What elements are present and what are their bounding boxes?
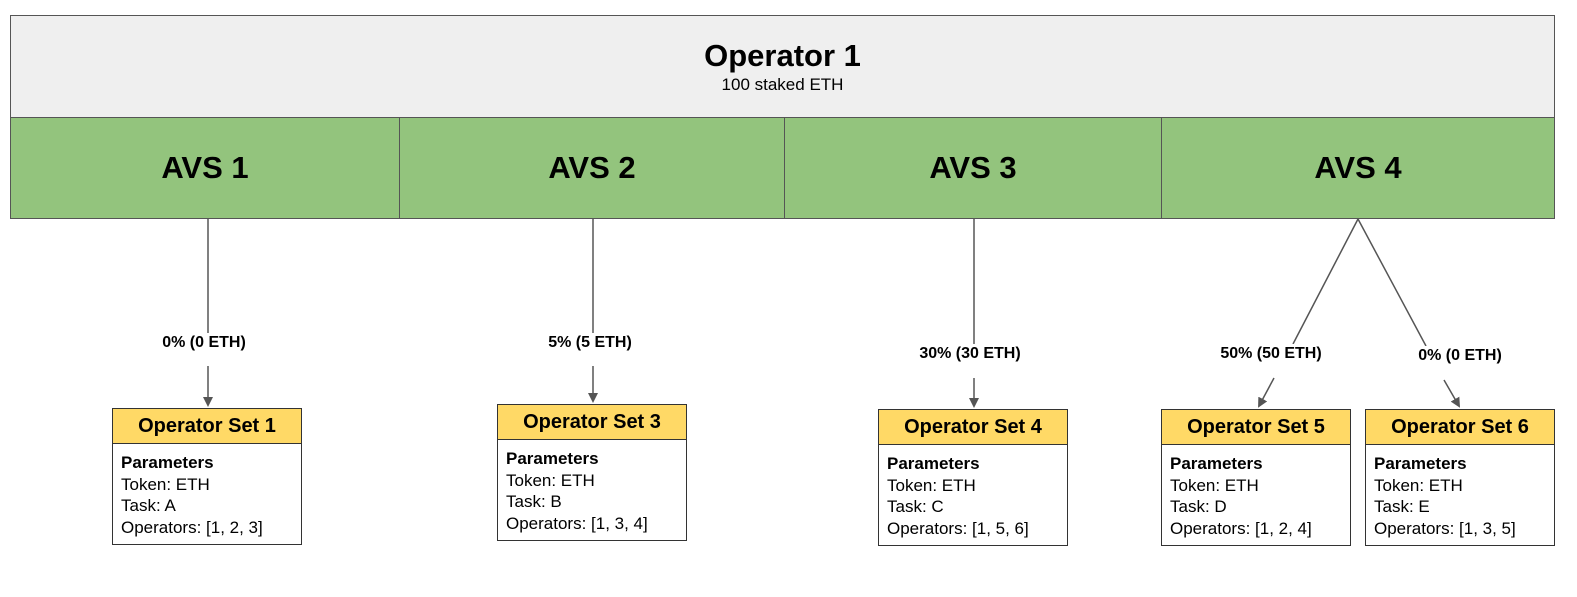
param-token: Token: ETH — [887, 475, 976, 495]
avs-1: AVS 1 — [10, 117, 400, 219]
allocation-label: 0% (0 ETH) — [1415, 346, 1505, 366]
connector-avs4-left — [1292, 218, 1359, 345]
param-token: Token: ETH — [506, 470, 595, 490]
params-heading: Parameters — [887, 454, 980, 473]
operator-set-4: Operator Set 4 Parameters Token: ETH Tas… — [878, 409, 1068, 546]
params-heading: Parameters — [121, 453, 214, 472]
avs-row: AVS 1 AVS 2 AVS 3 AVS 4 — [10, 117, 1555, 219]
operator-stake: 100 staked ETH — [721, 75, 844, 94]
param-operators: Operators: [1, 2, 4] — [1170, 518, 1312, 538]
param-operators: Operators: [1, 2, 3] — [121, 517, 263, 537]
operator-set-title: Operator Set 4 — [879, 410, 1067, 445]
param-task: Task: B — [506, 492, 562, 511]
operator-set-1: Operator Set 1 Parameters Token: ETH Tas… — [112, 408, 302, 545]
allocation-label: 0% (0 ETH) — [159, 333, 249, 353]
operator-set-params: Parameters Token: ETH Task: C Operators:… — [879, 445, 1067, 545]
operator-set-params: Parameters Token: ETH Task: D Operators:… — [1162, 445, 1350, 545]
allocation-label: 50% (50 ETH) — [1217, 344, 1325, 364]
operator-set-title: Operator Set 1 — [113, 409, 301, 444]
param-task: Task: C — [887, 497, 944, 516]
param-task: Task: A — [121, 496, 176, 515]
param-operators: Operators: [1, 5, 6] — [887, 518, 1029, 538]
allocation-label: 5% (5 ETH) — [545, 333, 635, 353]
params-heading: Parameters — [1170, 454, 1263, 473]
arrow-set5 — [1258, 377, 1275, 408]
operator-set-5: Operator Set 5 Parameters Token: ETH Tas… — [1161, 409, 1351, 546]
operator-title: Operator 1 — [704, 38, 861, 73]
avs-3: AVS 3 — [785, 117, 1162, 219]
avs-2: AVS 2 — [400, 117, 785, 219]
params-heading: Parameters — [506, 449, 599, 468]
operator-header: Operator 1 100 staked ETH — [10, 15, 1555, 118]
params-heading: Parameters — [1374, 454, 1467, 473]
operator-set-title: Operator Set 5 — [1162, 410, 1350, 445]
operator-set-title: Operator Set 3 — [498, 405, 686, 440]
allocation-label: 30% (30 ETH) — [916, 344, 1024, 364]
param-task: Task: E — [1374, 497, 1430, 516]
operator-set-params: Parameters Token: ETH Task: A Operators:… — [113, 444, 301, 544]
operator-set-params: Parameters Token: ETH Task: E Operators:… — [1366, 445, 1554, 545]
param-operators: Operators: [1, 3, 4] — [506, 513, 648, 533]
param-token: Token: ETH — [121, 474, 210, 494]
operator-set-6: Operator Set 6 Parameters Token: ETH Tas… — [1365, 409, 1555, 546]
operator-set-title: Operator Set 6 — [1366, 410, 1554, 445]
operator-set-3: Operator Set 3 Parameters Token: ETH Tas… — [497, 404, 687, 541]
operator-set-params: Parameters Token: ETH Task: B Operators:… — [498, 440, 686, 540]
param-token: Token: ETH — [1374, 475, 1463, 495]
arrow-set6 — [1443, 379, 1460, 408]
connector-avs4-right — [1357, 218, 1427, 347]
param-task: Task: D — [1170, 497, 1227, 516]
param-token: Token: ETH — [1170, 475, 1259, 495]
avs-4: AVS 4 — [1162, 117, 1555, 219]
param-operators: Operators: [1, 3, 5] — [1374, 518, 1516, 538]
